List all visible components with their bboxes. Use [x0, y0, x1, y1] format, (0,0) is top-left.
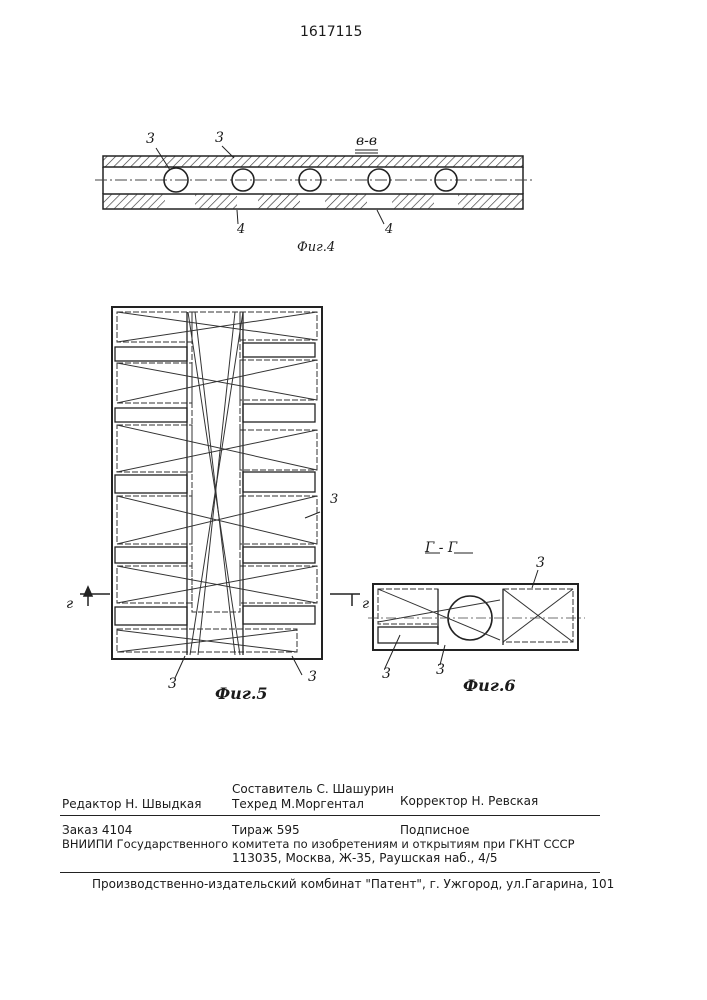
fig6-caption: Фиг.6 [463, 676, 516, 695]
fig4-section-label: в-в [356, 133, 377, 149]
fig4-callout-3a: 3 [146, 131, 155, 147]
footer-subscription: Подписное [400, 823, 469, 837]
fig6-drawing [368, 553, 585, 668]
fig5-callout-3-bottom-right: 3 [308, 669, 317, 685]
fig4-callout-4a: 4 [237, 222, 245, 237]
footer-circulation: Тираж 595 [232, 823, 300, 837]
fig4-caption: Фиг.4 [297, 240, 335, 255]
footer-institute: ВНИИПИ Государственного комитета по изоб… [62, 837, 575, 851]
footer-order: Заказ 4104 [62, 823, 132, 837]
fig6-section-label: Г - Г [425, 540, 457, 556]
footer-techred: Техред М.Моргентал [232, 797, 364, 811]
fig5-drawing [80, 307, 360, 678]
fig4-drawing [95, 146, 535, 224]
footer-compiler: Составитель С. Шашурин [232, 782, 394, 796]
footer-publisher: Производственно-издательский комбинат "П… [92, 877, 614, 891]
fig5-section-mark-left: г [66, 596, 73, 612]
fig5-section-mark-right: г [362, 596, 369, 612]
footer-address: 113035, Москва, Ж-35, Раушская наб., 4/5 [232, 851, 497, 865]
fig5-callout-3-bottom-left: 3 [168, 676, 177, 692]
footer-corrector: Корректор Н. Ревская [400, 794, 538, 808]
fig5-callout-3-side: 3 [330, 492, 338, 507]
fig6-callout-3-top: 3 [536, 555, 545, 571]
footer-rule-1 [60, 815, 600, 816]
fig5-caption: Фиг.5 [215, 684, 268, 703]
fig6-callout-3-mid: 3 [436, 662, 445, 678]
fig4-callout-3b: 3 [215, 130, 224, 146]
fig6-callout-3-left: 3 [382, 666, 391, 682]
footer-editor: Редактор Н. Швыдкая [62, 797, 201, 811]
footer-rule-2 [60, 872, 600, 873]
fig4-callout-4b: 4 [385, 222, 393, 237]
